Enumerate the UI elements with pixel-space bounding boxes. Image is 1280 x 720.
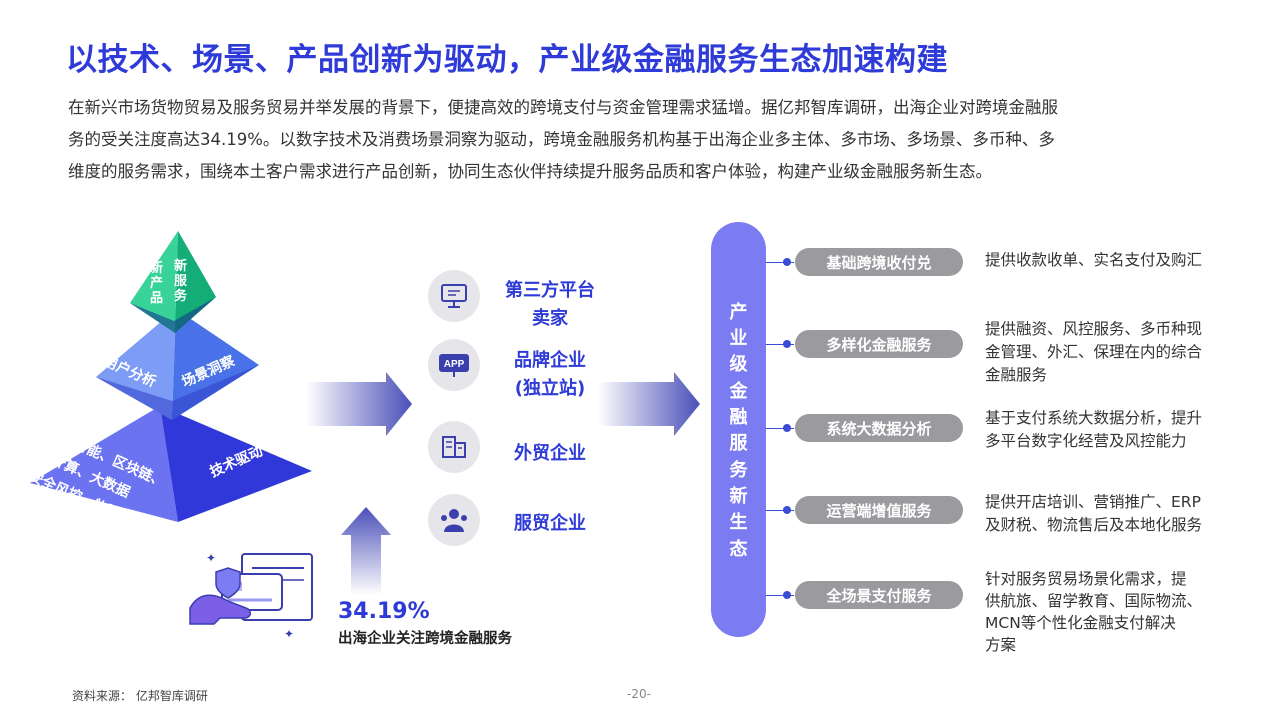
arrow-right-icon <box>306 372 412 436</box>
page-number: -20- <box>627 687 651 701</box>
connector-dot <box>783 258 791 266</box>
segment-label: 服贸企业 <box>514 513 586 534</box>
service-pill: 全场景支付服务 <box>795 581 963 609</box>
pyramid-top-right <box>175 231 216 333</box>
service-desc: 提供收款收单、实名支付及购汇 <box>985 251 1203 269</box>
service-desc: 基于支付系统大数据分析，提升 多平台数字化经营及风控能力 <box>985 409 1203 450</box>
stat-label: 出海企业关注跨境金融服务 <box>338 631 512 647</box>
top-right-label: 新服务 <box>174 259 188 304</box>
service-pill: 基础跨境收付兑 <box>795 248 963 276</box>
pyramid-top-left <box>130 231 178 333</box>
segment-label: 品牌企业(独立站) <box>514 350 586 399</box>
svg-text:✦: ✦ <box>206 552 216 565</box>
top-left-label: 新产品 <box>150 261 164 306</box>
people-icon <box>428 494 480 546</box>
service-pill: 多样化金融服务 <box>795 330 963 358</box>
arrow-right-icon <box>598 372 700 436</box>
connector-dot <box>783 340 791 348</box>
connector-dot <box>783 591 791 599</box>
intro-paragraph: 在新兴市场货物贸易及服务贸易并举发展的背景下，便捷高效的跨境支付与资金管理需求猛… <box>68 92 1208 188</box>
service-desc: 针对服务贸易场景化需求，提 供航旅、留学教育、国际物流、 MCN等个性化金融支付… <box>985 570 1203 654</box>
pyramid-base-right <box>160 406 312 522</box>
pyramid-graphic <box>30 231 312 522</box>
payment-card-icon: ✦ ✦ <box>189 552 313 641</box>
pyramid-top-shadow <box>130 297 216 333</box>
segment-label: 外贸企业 <box>514 443 586 464</box>
app-icon: APP <box>428 339 480 391</box>
intro-line: 在新兴市场货物贸易及服务贸易并举发展的背景下，便捷高效的跨境支付与资金管理需求猛… <box>68 98 1058 117</box>
innovation-pyramid: 新产品 新服务 用户分析 场景洞察 人工智能、区块链、 云计算、大数据 安全风控… <box>26 225 320 530</box>
connector-dot <box>783 424 791 432</box>
service-desc: 提供开店培训、营销推广、ERP 及财税、物流售后及本地化服务 <box>985 493 1203 534</box>
building-icon <box>428 421 480 473</box>
source-note: 资料来源： 亿邦智库调研 <box>72 689 208 703</box>
pyramid-base-left <box>30 406 178 522</box>
intro-line: 务的受关注度高达34.19%。以数字技术及消费场景洞察为驱动，跨境金融服务机构基… <box>68 130 1055 149</box>
svg-text:✦: ✦ <box>284 627 294 641</box>
intro-line: 维度的服务需求，围绕本土客户需求进行产品创新，协同生态伙伴持续提升服务品质和客户… <box>68 162 992 181</box>
pyramid-mid-left <box>96 309 176 420</box>
monitor-icon <box>428 270 480 322</box>
service-pill: 系统大数据分析 <box>795 414 963 442</box>
arrow-up-icon <box>341 507 391 595</box>
segment-platform-seller <box>428 270 480 322</box>
service-desc: 提供融资、风控服务、多币种现 金管理、外汇、保理在内的综合 金融服务 <box>985 320 1203 384</box>
svg-text:APP: APP <box>444 359 465 370</box>
pyramid-mid-shadow <box>96 365 259 420</box>
segment-service-trade-enterprise <box>428 494 480 546</box>
connector-dot <box>783 506 791 514</box>
segment-brand-enterprise: APP <box>428 339 480 391</box>
service-pill: 运营端增值服务 <box>795 496 963 524</box>
stat-value: 34.19% <box>338 599 430 624</box>
page-title: 以技术、场景、产品创新为驱动，产业级金融服务生态加速构建 <box>66 42 948 78</box>
segment-trade-enterprise <box>428 421 480 473</box>
segment-label: 第三方平台卖家 <box>505 280 595 329</box>
ecosystem-pill: 产 业 级 金 融 服 务 新 生 态 <box>711 222 766 637</box>
